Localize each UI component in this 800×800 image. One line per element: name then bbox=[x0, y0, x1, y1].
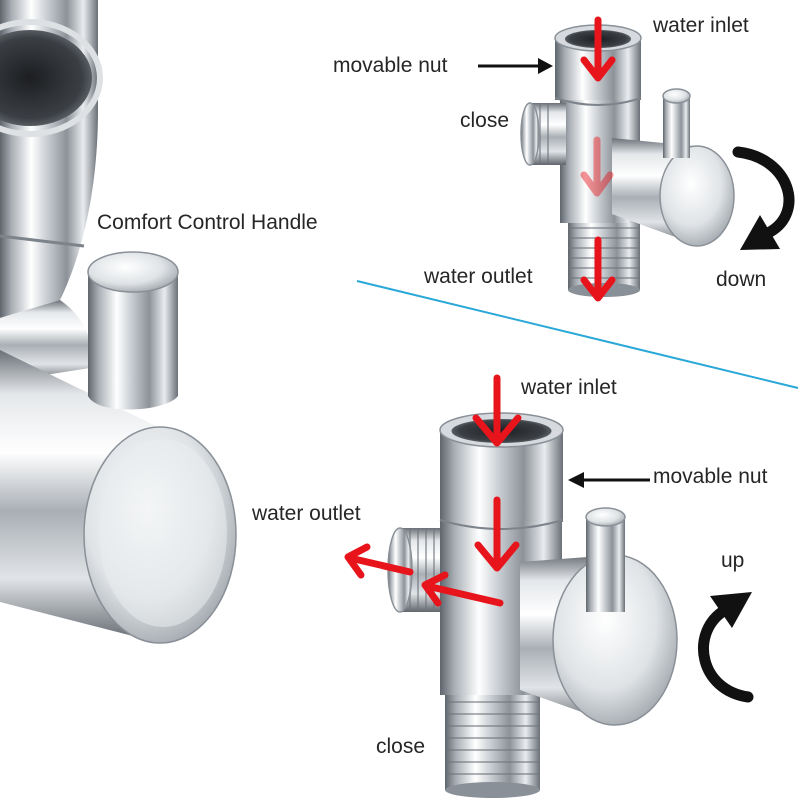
label-top-movable-nut: movable nut bbox=[333, 54, 448, 77]
label-rotate-down: down bbox=[716, 268, 766, 291]
top-side-port-end bbox=[520, 102, 540, 166]
black-pointer-arrow-icon bbox=[568, 472, 650, 488]
bottom-flow-arrows bbox=[344, 374, 522, 607]
closeup-pipe-opening bbox=[0, 30, 92, 126]
top-nut-seam bbox=[554, 97, 642, 106]
top-flow-arrows bbox=[580, 16, 616, 302]
closeup-valve: Comfort Control Handle bbox=[0, 0, 318, 644]
red-flow-arrow-icon bbox=[421, 571, 504, 607]
curved-rotate-down-icon bbox=[732, 146, 795, 250]
bottom-inlet-opening bbox=[451, 419, 552, 443]
label-top-water-outlet: water outlet bbox=[423, 265, 533, 288]
closeup-pipe-rim bbox=[0, 19, 103, 137]
label-rotate-up: up bbox=[721, 549, 744, 572]
black-pointer-arrow-icon bbox=[478, 58, 553, 74]
label-bottom-water-inlet: water inlet bbox=[520, 376, 617, 399]
label-bottom-movable-nut: movable nut bbox=[653, 465, 768, 488]
red-flow-arrow-icon bbox=[474, 496, 520, 572]
closeup-pipe-seam bbox=[0, 234, 85, 248]
divider-line bbox=[356, 280, 799, 389]
label-bottom-water-outlet: water outlet bbox=[251, 502, 361, 525]
closeup-lever-top bbox=[87, 251, 179, 293]
top-handle-face bbox=[659, 145, 735, 247]
bottom-outlet-rim bbox=[445, 782, 540, 798]
red-flow-arrow-icon bbox=[580, 136, 614, 197]
valve-down-state: water inlet movable nut close water outl… bbox=[333, 14, 795, 302]
bottom-lever-top bbox=[585, 507, 626, 527]
label-bottom-close: close bbox=[376, 735, 425, 758]
label-comfort-control-handle: Comfort Control Handle bbox=[97, 211, 318, 234]
top-lever-top bbox=[662, 88, 691, 104]
top-lever bbox=[663, 96, 690, 158]
valve-up-state: water inlet movable nut water outlet up … bbox=[251, 374, 768, 798]
closeup-lever bbox=[88, 272, 178, 410]
bottom-lever bbox=[586, 517, 625, 612]
closeup-handle-face-inner bbox=[99, 439, 227, 627]
red-flow-arrow-icon bbox=[580, 16, 616, 82]
red-flow-arrow-icon bbox=[472, 374, 522, 447]
red-flow-arrow-icon bbox=[344, 543, 414, 579]
label-top-water-inlet: water inlet bbox=[652, 14, 749, 37]
red-flow-arrow-icon bbox=[580, 236, 616, 302]
label-top-close: close bbox=[460, 109, 509, 132]
curved-rotate-up-icon bbox=[698, 592, 754, 703]
bottom-nut-seam bbox=[439, 519, 564, 530]
